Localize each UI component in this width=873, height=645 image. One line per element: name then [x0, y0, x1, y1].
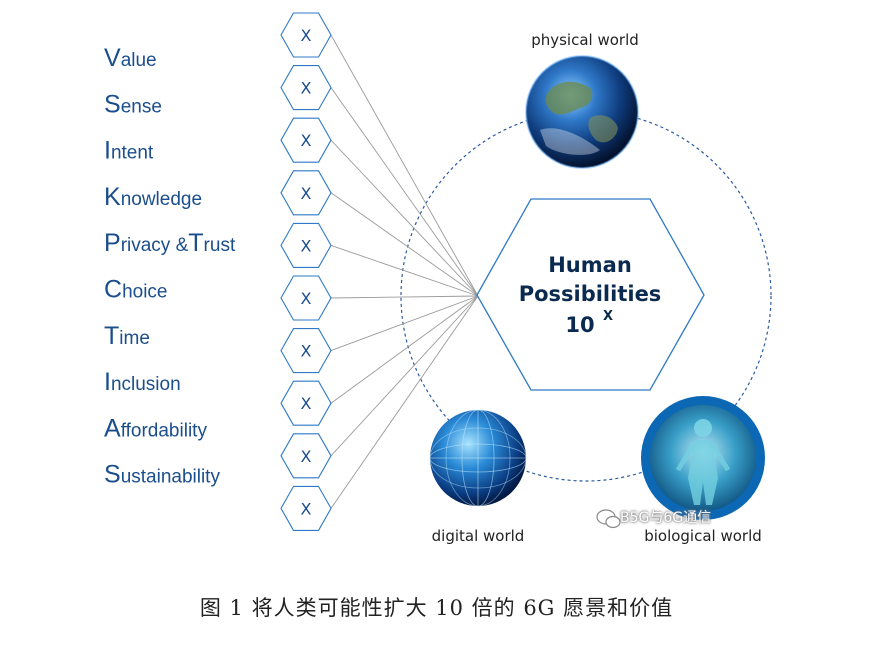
biological-human-icon	[641, 396, 765, 520]
attribute-label: Inclusion	[104, 368, 181, 396]
attribute-label: Intent	[104, 137, 154, 165]
connector-line	[331, 296, 478, 351]
earth-globe-icon	[526, 56, 638, 168]
attribute-label: Affordability	[104, 414, 207, 442]
connector-line	[331, 35, 478, 296]
multiplier-symbol: X	[301, 79, 312, 98]
figure-caption: 图 1 将人类可能性扩大 10 倍的 6G 愿景和价值	[0, 592, 873, 622]
multiplier-symbol: X	[301, 236, 312, 255]
multiplier-symbol: X	[301, 499, 312, 518]
center-superscript: X	[603, 309, 613, 324]
wechat-icon	[597, 510, 620, 528]
multiplier-symbol: X	[301, 394, 312, 413]
connector-line	[331, 296, 478, 403]
multiplier-symbol: X	[301, 342, 312, 361]
multiplier-symbol: X	[301, 289, 312, 308]
multiplier-symbol: X	[301, 447, 312, 466]
digital-globe-icon	[430, 410, 526, 506]
connector-line	[331, 193, 478, 296]
multiplier-symbol: X	[301, 26, 312, 45]
attribute-label: Knowledge	[104, 183, 202, 211]
watermark-text: B5G与6G通信	[620, 507, 711, 527]
connector-line	[331, 245, 478, 296]
multiplier-hexagons: X X X X X X X X X X	[281, 13, 331, 530]
attribute-label: Choice	[104, 276, 167, 304]
multiplier-symbol: X	[301, 131, 312, 150]
center-line-1: Human	[548, 253, 632, 277]
attribute-label: Value	[104, 44, 157, 72]
digital-world-label: digital world	[432, 527, 525, 545]
connector-line	[331, 296, 478, 298]
center-line-2: Possibilities	[519, 282, 662, 306]
attribute-label: Sense	[104, 90, 162, 118]
attribute-label: Privacy &Trust	[104, 229, 236, 257]
attribute-label: Time	[104, 322, 150, 350]
center-line-3: 10	[565, 313, 594, 337]
multiplier-symbol: X	[301, 184, 312, 203]
attribute-label: Sustainability	[104, 461, 220, 489]
connector-line	[331, 88, 478, 296]
connector-line	[331, 140, 478, 296]
biological-world-label: biological world	[644, 527, 762, 545]
physical-world-label: physical world	[531, 31, 639, 49]
